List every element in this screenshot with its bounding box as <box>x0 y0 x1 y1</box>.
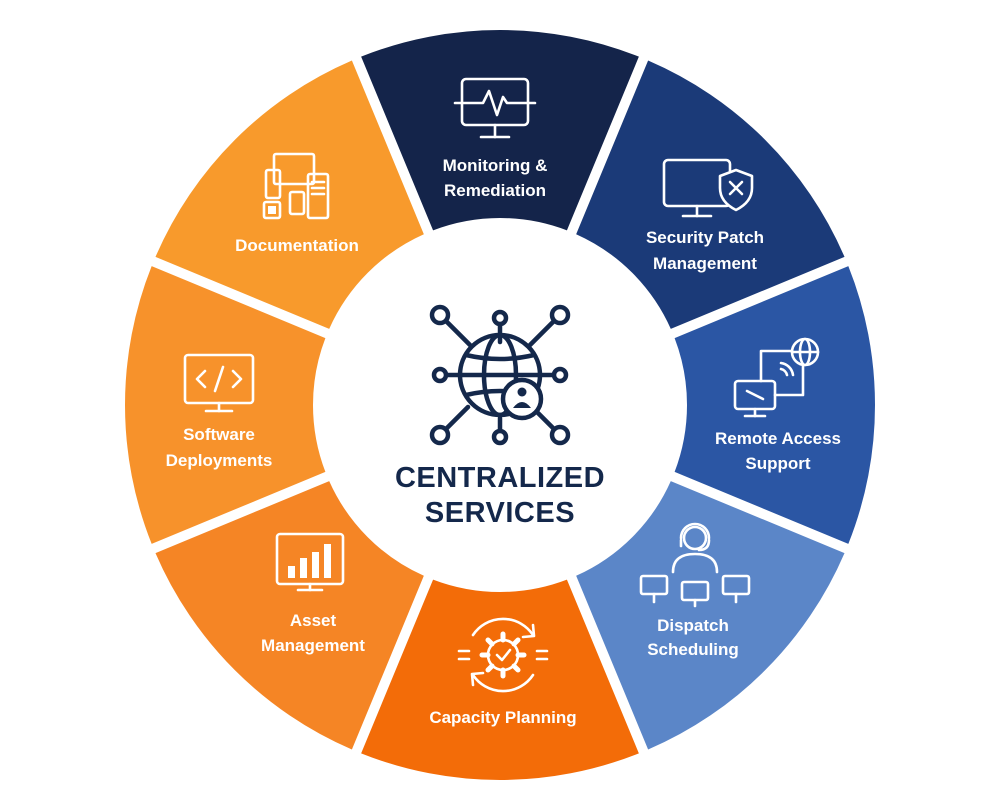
code-monitor-icon <box>183 353 255 413</box>
segment-label-remote-line1: Remote Access <box>715 429 841 448</box>
globe-network-lock-icon <box>429 304 571 446</box>
segment-dispatch <box>576 481 845 750</box>
segment-label-remote-line2: Support <box>745 454 810 473</box>
segment-label-documentation: Documentation <box>235 236 359 255</box>
segment-label-security-line1: Security Patch <box>646 228 764 247</box>
center-title-line2: SERVICES <box>425 497 575 529</box>
segment-asset <box>155 481 424 750</box>
devices-icon <box>262 152 330 220</box>
center-title-line1: CENTRALIZED <box>395 462 605 494</box>
segment-label-software-line1: Software <box>183 425 255 444</box>
segment-label-monitoring-line1: Monitoring & <box>443 156 548 175</box>
segment-label-monitoring-line2: Remediation <box>444 181 546 200</box>
segment-label-capacity: Capacity Planning <box>429 708 576 727</box>
segment-label-asset-line1: Asset <box>290 611 337 630</box>
monitor-heartbeat-icon <box>453 77 537 139</box>
gear-cycle-icon <box>457 617 549 693</box>
segment-label-asset-line2: Management <box>261 636 365 655</box>
segment-security-patch <box>576 60 845 329</box>
segment-capacity <box>361 579 639 780</box>
segment-label-security-line2: Management <box>653 254 757 273</box>
segment-label-dispatch-line2: Scheduling <box>647 640 739 659</box>
segment-label-software-line2: Deployments <box>166 451 273 470</box>
monitor-shield-icon <box>662 158 754 218</box>
headset-agent-icon <box>639 522 751 608</box>
segment-monitoring <box>361 30 639 231</box>
segment-software <box>125 266 326 544</box>
segment-label-dispatch-line1: Dispatch <box>657 616 729 635</box>
remote-computers-globe-icon <box>733 337 820 418</box>
center-disc <box>315 220 685 590</box>
bar-chart-monitor-icon <box>275 532 345 592</box>
segments-layer <box>125 30 876 780</box>
